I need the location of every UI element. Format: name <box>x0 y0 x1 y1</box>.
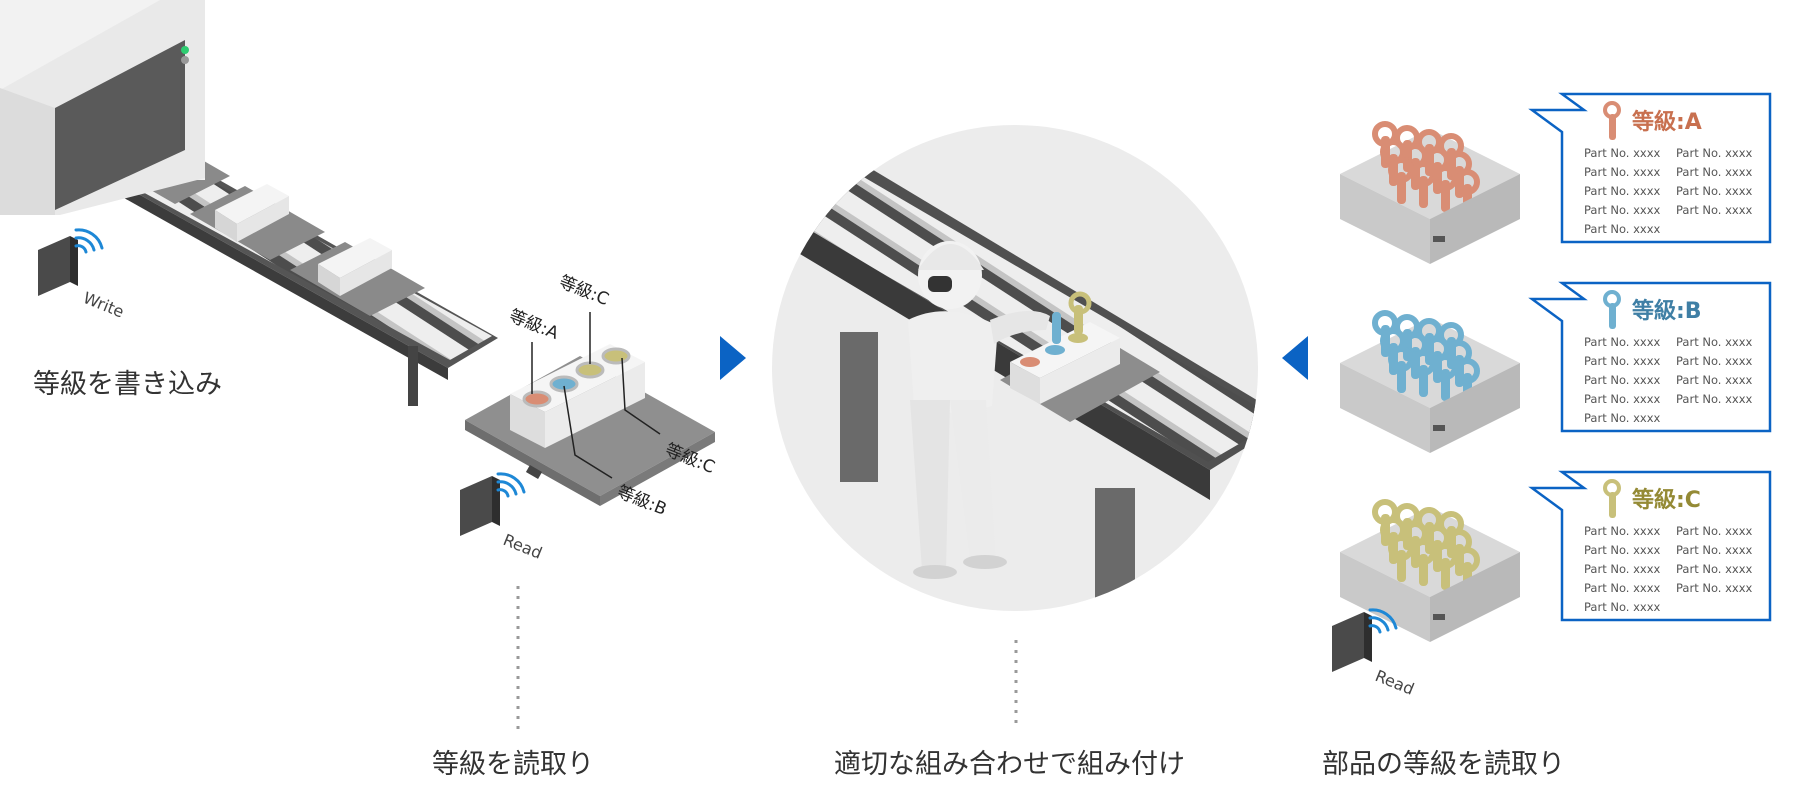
grade-b-title: 等級:B <box>1632 299 1702 324</box>
step4-group: Read <box>1332 92 1772 699</box>
part-icon <box>1603 479 1621 518</box>
list-item: Part No. xxxx <box>1584 562 1661 576</box>
list-item: Part No. xxxx <box>1676 354 1753 368</box>
list-item: Part No. xxxx <box>1584 222 1661 236</box>
signal-icon <box>1368 608 1398 634</box>
grade-a-slot <box>522 390 552 408</box>
arrow-right-icon <box>720 336 746 380</box>
grade-b-parts-bin <box>1340 310 1520 453</box>
rfid-reader <box>1332 612 1372 672</box>
list-item: Part No. xxxx <box>1676 373 1753 387</box>
list-item: Part No. xxxx <box>1676 165 1753 179</box>
rfid-writer <box>38 236 78 296</box>
reader-label: Read <box>501 530 545 563</box>
list-item: Part No. xxxx <box>1584 184 1661 198</box>
list-item: Part No. xxxx <box>1676 581 1753 595</box>
list-item: Part No. xxxx <box>1676 543 1753 557</box>
list-item: Part No. xxxx <box>1584 354 1661 368</box>
arrow-left-icon <box>1282 336 1308 380</box>
status-led-icon <box>181 56 189 64</box>
list-item: Part No. xxxx <box>1676 392 1753 406</box>
grade-a-title: 等級:A <box>1632 110 1702 135</box>
conveyor-leg <box>408 346 418 406</box>
list-item: Part No. xxxx <box>1676 203 1753 217</box>
list-item: Part No. xxxx <box>1584 600 1661 614</box>
grade-c-bubble-outline <box>1528 470 1772 622</box>
block <box>215 184 289 242</box>
status-led-icon <box>181 46 189 54</box>
list-item: Part No. xxxx <box>1676 184 1753 198</box>
list-item: Part No. xxxx <box>1584 146 1661 160</box>
callout-grade-c: 等級:C <box>556 272 611 310</box>
list-item: Part No. xxxx <box>1676 562 1753 576</box>
list-item: Part No. xxxx <box>1584 543 1661 557</box>
caption-read-grade: 等級を読取り <box>432 749 594 780</box>
grade-c-parts-bin <box>1340 499 1520 642</box>
list-item: Part No. xxxx <box>1676 524 1753 538</box>
step1-group: Write <box>0 0 498 406</box>
rfid-reader <box>460 476 500 536</box>
list-item: Part No. xxxx <box>1584 165 1661 179</box>
signal-icon <box>74 228 104 254</box>
block <box>318 238 392 296</box>
step3-group <box>772 125 1258 730</box>
callout-grade-b: 等級:B <box>614 482 669 520</box>
grade-c-title: 等級:C <box>1632 488 1701 513</box>
grade-b-slot <box>549 375 579 393</box>
part-icon <box>1603 290 1621 329</box>
list-item: Part No. xxxx <box>1584 203 1661 217</box>
list-item: Part No. xxxx <box>1584 581 1661 595</box>
list-item: Part No. xxxx <box>1584 373 1661 387</box>
grade-a-bubble-outline <box>1528 92 1772 244</box>
step2-group: 等級:A 等級:C 等級:C 等級:B Read <box>460 272 717 730</box>
machine <box>0 0 205 215</box>
part-icon <box>1603 101 1621 140</box>
conveyor-side <box>60 150 448 380</box>
list-item: Part No. xxxx <box>1584 524 1661 538</box>
list-item: Part No. xxxx <box>1584 392 1661 406</box>
worker-figure <box>908 241 1050 579</box>
list-item: Part No. xxxx <box>1676 335 1753 349</box>
caption-write-grade: 等級を書き込み <box>33 369 222 400</box>
grade-a-parts-bin <box>1340 121 1520 264</box>
list-item: Part No. xxxx <box>1584 335 1661 349</box>
list-item: Part No. xxxx <box>1584 411 1661 425</box>
callout-grade-a: 等級:A <box>506 306 561 344</box>
list-item: Part No. xxxx <box>1676 146 1753 160</box>
caption-read-part-grade: 部品の等級を読取り <box>1322 749 1565 780</box>
grade-b-bubble-outline <box>1528 281 1772 433</box>
caption-assemble: 適切な組み合わせで組み付け <box>834 749 1185 780</box>
writer-label: Write <box>81 288 127 321</box>
reader-label: Read <box>1373 666 1417 699</box>
signal-icon <box>496 472 526 498</box>
grade-c-slot <box>575 361 605 379</box>
grade-c-slot <box>601 347 631 365</box>
